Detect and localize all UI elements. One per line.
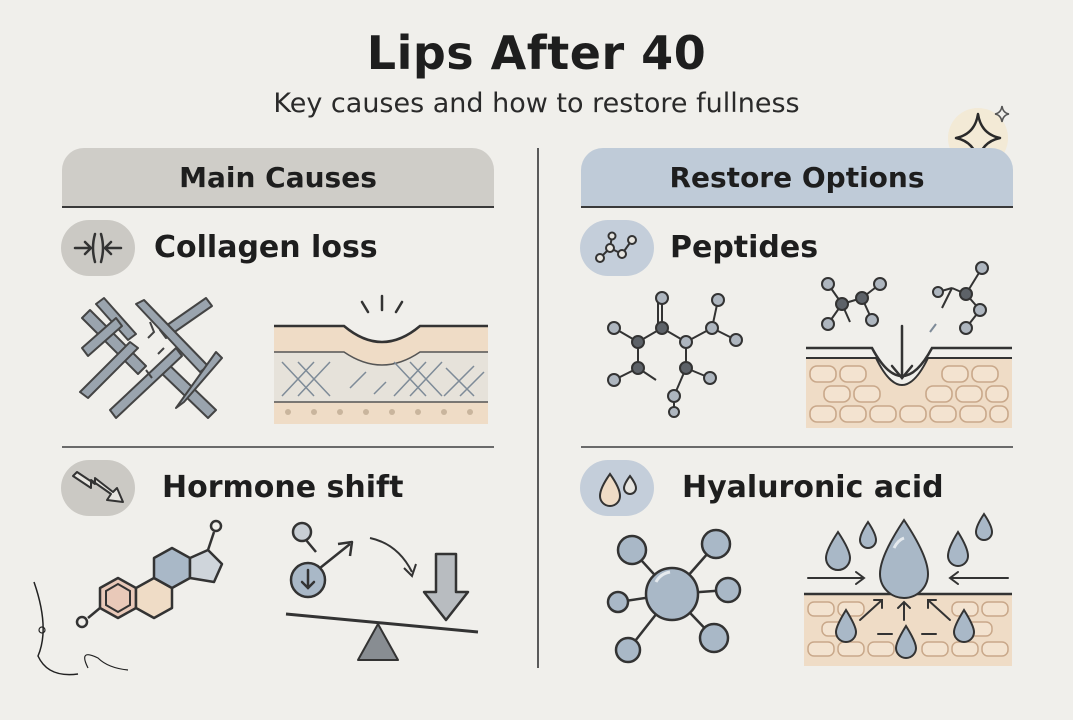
peptide-molecule-illustration (607, 291, 743, 418)
hyaluronic-molecule-illustration (606, 528, 742, 664)
steroid-molecule-illustration (33, 519, 224, 676)
peptides-label: Peptides (670, 230, 819, 265)
left-section-divider (62, 446, 494, 448)
molecule-chain-icon (595, 231, 637, 263)
page-title: Lips After 40 (366, 26, 707, 80)
right-section-divider (581, 446, 1013, 448)
collagen-icon-pill (61, 220, 135, 276)
hormone-balance-illustration (285, 521, 479, 661)
page-subtitle: Key causes and how to restore fullness (273, 88, 800, 119)
hormone-shift-label: Hormone shift (162, 470, 404, 505)
collagen-compress-icon (73, 232, 123, 264)
hormone-icon-pill (61, 460, 135, 516)
main-causes-header: Main Causes (62, 148, 494, 208)
hyaluronic-acid-label: Hyaluronic acid (682, 470, 944, 505)
broken-collagen-fibers-illustration (79, 297, 223, 419)
peptides-icon-pill (580, 220, 654, 276)
peptide-skin-penetration-illustration (806, 261, 1012, 428)
restore-options-header: Restore Options (581, 148, 1013, 208)
downtrend-arrow-icon (72, 471, 124, 503)
skin-thinning-illustration (274, 294, 488, 424)
droplet-icon (598, 472, 638, 507)
center-divider (537, 148, 539, 668)
hyaluronic-hydration-illustration (804, 512, 1012, 666)
collagen-loss-label: Collagen loss (154, 230, 378, 265)
hyaluronic-icon-pill (580, 460, 654, 516)
